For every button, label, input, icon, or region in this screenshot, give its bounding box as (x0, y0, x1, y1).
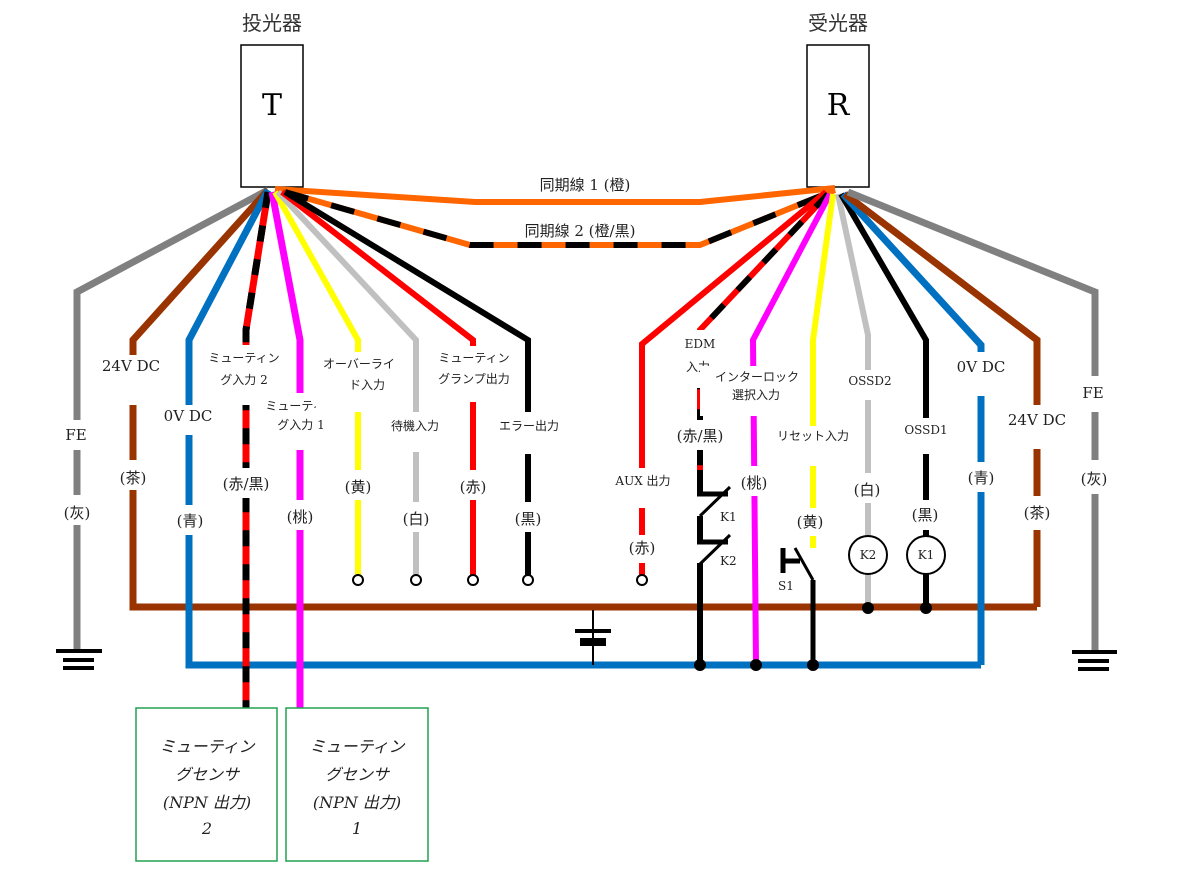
emitter-0v-color: (青) (177, 512, 204, 530)
receiver-reset-color: (黄) (797, 513, 824, 531)
sensor-1-line-1: ミューティン (309, 737, 405, 756)
sensor-1-line-2: グセンサ (325, 765, 391, 784)
receiver-fe-color: (灰) (1081, 470, 1108, 488)
receiver-0v-label: 0V DC (957, 358, 1006, 376)
receiver-wire-fe (846, 188, 1099, 650)
edm-contacts-icon (694, 470, 732, 671)
emitter-override-label-1: オーバーライ (323, 357, 395, 371)
sync-line-2-label: 同期線 2 (橙/黒) (525, 222, 636, 240)
emitter-muting2-label-2: グ入力 2 (220, 373, 267, 387)
emitter-lamp-label-1: ミューティン (438, 351, 509, 365)
receiver-box: R (806, 44, 870, 188)
sync-line-2-dash (284, 187, 837, 248)
k1-contact-label: K1 (720, 510, 737, 524)
receiver-24v-label: 24V DC (1008, 411, 1066, 429)
k2-coil-icon (848, 535, 888, 614)
standby-terminal-icon (410, 574, 422, 586)
lamp-terminal-icon (467, 574, 479, 586)
emitter-error-color: (黒) (515, 510, 542, 528)
k2-coil-label: K2 (860, 548, 877, 562)
k1-coil-label: K1 (918, 548, 935, 562)
receiver-edm-label-1: EDM (685, 337, 716, 351)
receiver-interlock-label-1: インターロック (715, 370, 799, 384)
receiver-0v-color: (青) (968, 469, 995, 487)
k1-coil-icon (906, 535, 946, 614)
interlock-junction-icon (750, 659, 762, 671)
emitter-wire-error (283, 189, 531, 575)
receiver-24v-color: (茶) (1024, 504, 1051, 522)
aux-terminal-icon (636, 574, 648, 586)
emitter-lamp-color: (赤) (460, 478, 487, 496)
emitter-wire-fe (73, 186, 270, 650)
sensor-1-line-4: 1 (352, 819, 362, 838)
emitter-override-color: (黄) (345, 478, 372, 496)
emitter-box: T (240, 44, 304, 188)
emitter-0v-label: 0V DC (164, 407, 213, 425)
receiver-title: 受光器 (808, 11, 868, 35)
emitter-muting1-label-2: グ入力 1 (277, 418, 324, 432)
sync-line-1 (274, 185, 836, 205)
receiver-ossd2-label: OSSD2 (848, 374, 891, 388)
emitter-ground-icon (56, 649, 102, 670)
receiver-ossd2-color: (白) (854, 481, 881, 499)
receiver-ground-icon (1072, 650, 1117, 671)
reset-switch-s1-icon (780, 547, 819, 671)
receiver-letter: R (827, 88, 851, 123)
receiver-wire-reset (810, 193, 836, 548)
emitter-letter: T (262, 88, 282, 123)
receiver-wire-ossd2 (835, 193, 871, 607)
emitter-wire-muting1 (268, 191, 304, 708)
receiver-wire-0v (840, 191, 985, 665)
emitter-lamp-label-2: グランプ出力 (438, 372, 510, 386)
emitter-wire-0v (185, 188, 981, 669)
sensor-2-line-1: ミューティン (159, 737, 255, 756)
emitter-24v-label: 24V DC (102, 357, 160, 375)
emitter-error-label: エラー出力 (499, 419, 559, 433)
receiver-edm-color: (赤/黒) (677, 427, 724, 445)
receiver-ossd1-label: OSSD1 (904, 423, 947, 437)
sensor-2-line-4: 2 (201, 819, 212, 838)
emitter-title: 投光器 (242, 11, 302, 35)
receiver-wire-interlock (749, 192, 833, 666)
override-terminal-icon (352, 574, 364, 586)
emitter-24v-color: (茶) (120, 469, 147, 487)
emitter-fe-label: FE (65, 426, 86, 444)
sync-line-1-label: 同期線 1 (橙) (540, 176, 631, 194)
emitter-override-label-2: ド入力 (349, 378, 385, 392)
sensor-1-line-3: (NPN 出力) (313, 793, 401, 812)
receiver-reset-label: リセット入力 (777, 429, 849, 443)
dc-power-supply-icon (575, 610, 611, 665)
sensor-2-line-3: (NPN 出力) (163, 793, 251, 812)
emitter-wire-standby (275, 189, 419, 575)
muting-sensor-2: ミューティン グセンサ (NPN 出力) 2 (135, 707, 278, 862)
emitter-muting2-label-1: ミューティン (208, 351, 279, 365)
emitter-wire-muting2-dash (242, 191, 272, 708)
emitter-muting1-color: (桃) (287, 508, 314, 526)
emitter-fe-color: (灰) (64, 504, 91, 522)
emitter-standby-color: (白) (403, 510, 430, 528)
s1-switch-label: S1 (778, 579, 794, 593)
receiver-fe-label: FE (1082, 384, 1103, 402)
receiver-aux-color: (赤) (629, 539, 656, 557)
receiver-aux-label: AUX 出力 (614, 474, 670, 488)
receiver-ossd1-color: (黒) (912, 506, 939, 524)
emitter-muting2-color: (赤/黒) (223, 475, 270, 493)
muting-sensor-1: ミューティン グセンサ (NPN 出力) 1 (285, 707, 429, 862)
receiver-interlock-color: (桃) (741, 474, 768, 492)
emitter-standby-label: 待機入力 (391, 418, 439, 433)
k2-contact-label: K2 (720, 554, 737, 568)
receiver-interlock-label-2: 選択入力 (732, 388, 780, 402)
sensor-2-line-2: グセンサ (175, 765, 241, 784)
error-terminal-icon (522, 574, 534, 586)
